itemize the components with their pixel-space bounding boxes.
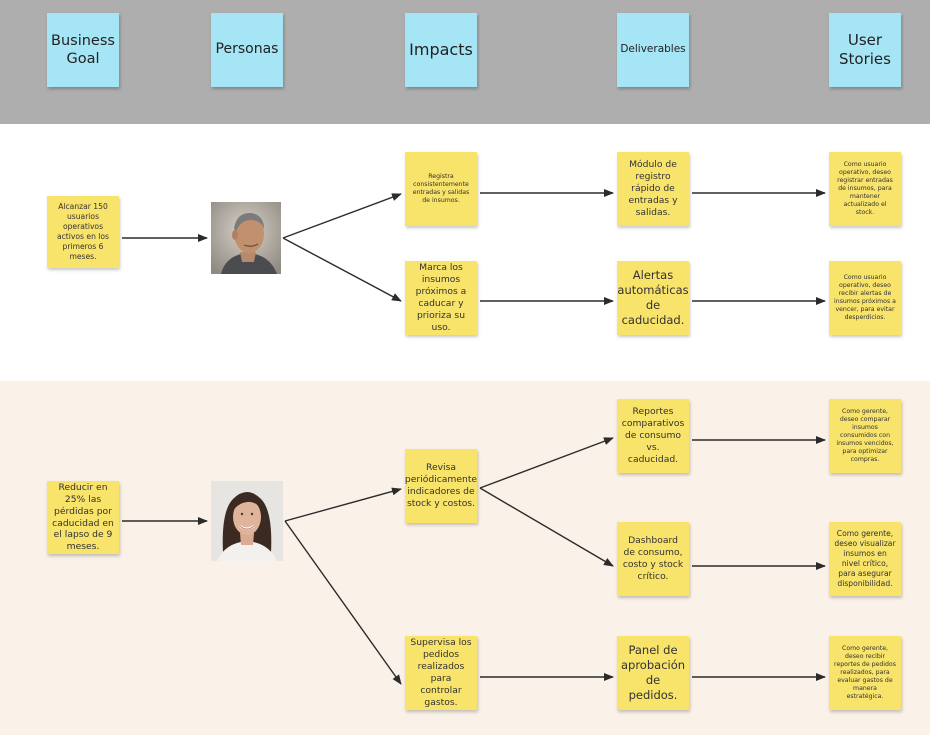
- deliverable-note[interactable]: Alertas automáticas de caducidad.: [617, 261, 689, 335]
- header-personas[interactable]: Personas: [211, 13, 283, 87]
- impact-note[interactable]: Registra consistentemente entradas y sal…: [405, 152, 477, 226]
- deliverable-note[interactable]: Dashboard de consumo, costo y stock crít…: [617, 522, 689, 596]
- user-story-note[interactable]: Como gerente, deseo comparar insumos con…: [829, 399, 901, 473]
- impact-note[interactable]: Marca los insumos próximos a caducar y p…: [405, 261, 477, 335]
- user-story-note[interactable]: Como usuario operativo, deseo recibir al…: [829, 261, 901, 335]
- impact-note[interactable]: Revisa periódicamente indicadores de sto…: [405, 449, 477, 523]
- woman-portrait-photo[interactable]: [211, 481, 283, 561]
- connector-arrow: [282, 193, 402, 239]
- impact-note[interactable]: Supervisa los pedidos realizados para co…: [405, 636, 477, 710]
- business-goal-note[interactable]: Alcanzar 150 usuarios operativos activos…: [47, 196, 119, 268]
- business-goal-note[interactable]: Reducir en 25% las pérdidas por caducida…: [47, 481, 119, 554]
- header-business-goal[interactable]: Business Goal: [47, 13, 119, 87]
- connector-arrow: [479, 487, 614, 567]
- header-user-stories[interactable]: User Stories: [829, 13, 901, 87]
- user-story-note[interactable]: Como gerente, deseo visualizar insumos e…: [829, 522, 901, 596]
- user-story-note[interactable]: Como usuario operativo, deseo registrar …: [829, 152, 901, 226]
- man-portrait-photo[interactable]: [211, 202, 281, 274]
- deliverable-note[interactable]: Panel de aprobación de pedidos.: [617, 636, 689, 710]
- header-deliverables[interactable]: Deliverables: [617, 13, 689, 87]
- deliverable-note[interactable]: Reportes comparativos de consumo vs. cad…: [617, 399, 689, 473]
- connector-arrow: [284, 487, 402, 522]
- header-impacts[interactable]: Impacts: [405, 13, 477, 87]
- user-story-note[interactable]: Como gerente, deseo recibir reportes de …: [829, 636, 901, 710]
- connector-arrow: [479, 437, 614, 489]
- connector-arrow: [282, 237, 402, 302]
- deliverable-note[interactable]: Módulo de registro rápido de entradas y …: [617, 152, 689, 226]
- connector-arrow: [284, 520, 402, 685]
